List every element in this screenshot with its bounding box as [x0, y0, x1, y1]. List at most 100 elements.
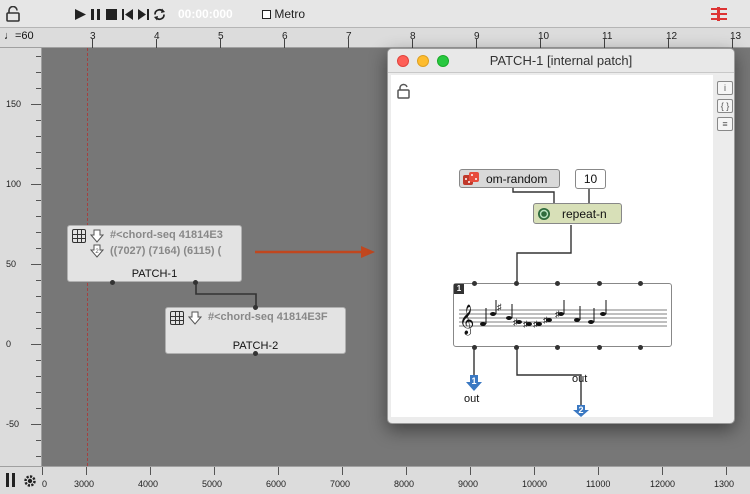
window-title: PATCH-1 [internal patch] [489, 53, 633, 68]
code-icon[interactable]: { } [717, 99, 733, 113]
number-box[interactable]: 10 [575, 169, 606, 189]
grid-icon [72, 229, 86, 243]
bar-number: 4 [154, 31, 160, 42]
time-label: 11000 [586, 479, 611, 489]
lock-icon[interactable] [6, 6, 20, 22]
om-random-box[interactable]: om-random [459, 169, 560, 188]
ruler-tick [732, 39, 733, 48]
voice-outlet[interactable] [514, 345, 519, 350]
patch-2-box[interactable]: #<chord-seq 41814E3F PATCH-2 [165, 307, 346, 354]
ruler-tick [31, 264, 41, 265]
music-staff: 𝄞 ♯ ♯ ♯ ♯ ♯ ♯ [459, 300, 667, 336]
gear-icon[interactable] [22, 473, 38, 489]
arrow-right-icon [255, 246, 375, 258]
metro-checkbox[interactable]: Metro [262, 0, 305, 28]
om-random-label: om-random [486, 172, 548, 186]
voice-inlet[interactable] [472, 281, 477, 286]
ruler-tick [150, 467, 151, 475]
ruler-tick [412, 39, 413, 48]
ruler-tick [726, 467, 727, 475]
bar-number: 5 [218, 31, 224, 42]
voice-inlet[interactable] [514, 281, 519, 286]
ruler-tick [31, 184, 41, 185]
time-label: 3000 [74, 479, 95, 489]
patch-canvas[interactable]: om-random 10 repeat-n 1 [391, 75, 713, 417]
voice-outlet[interactable] [472, 345, 477, 350]
stop-icon[interactable] [106, 9, 117, 20]
checkbox-box[interactable] [262, 10, 271, 19]
arrow-down-icon [90, 229, 104, 243]
ruler-tick [42, 467, 43, 475]
output-2-arrow-icon[interactable] [573, 405, 589, 417]
patch-2-outlet[interactable] [253, 351, 258, 356]
ruler-value: 0 [6, 339, 12, 349]
repeat-n-box[interactable]: repeat-n [533, 203, 622, 224]
list-icon[interactable]: ≡ [717, 117, 733, 131]
voice-inlet[interactable] [555, 281, 560, 286]
voice-outlet[interactable] [638, 345, 643, 350]
output-1-label: out [464, 393, 480, 405]
ruler-tick [36, 200, 41, 201]
ruler-tick [31, 344, 41, 345]
arrow-down-icon [188, 311, 202, 325]
patch-1-outlet[interactable] [110, 280, 115, 285]
chord-seq-text: #<chord-seq 41814E3 [110, 229, 223, 241]
bar-number: 8 [410, 31, 416, 42]
patch-1-name: PATCH-1 [131, 268, 178, 280]
voice-index: 1 [454, 284, 464, 294]
ruler-tick [36, 248, 41, 249]
metro-label: Metro [274, 7, 306, 21]
loop-icon[interactable] [153, 8, 166, 21]
info-icon[interactable]: i [717, 81, 733, 95]
voice-inlet[interactable] [638, 281, 643, 286]
loop-circle-icon [538, 208, 550, 220]
score-icon[interactable] [711, 7, 727, 21]
patch-window[interactable]: PATCH-1 [internal patch] [387, 48, 735, 424]
pause-icon[interactable] [91, 9, 101, 20]
patch-connections[interactable] [391, 75, 713, 417]
minimize-window-button[interactable] [417, 55, 429, 67]
voice-outlet[interactable] [555, 345, 560, 350]
bar-number: 6 [282, 31, 288, 42]
svg-text:♯: ♯ [497, 302, 502, 312]
ruler-tick [86, 467, 87, 475]
ruler-tick [156, 39, 157, 48]
voice-inlet[interactable] [597, 281, 602, 286]
time-display: 00:00:000 [178, 7, 233, 21]
next-icon[interactable] [138, 9, 149, 20]
ruler-tick [534, 467, 535, 475]
bar-number: 12 [666, 31, 678, 42]
ruler-tick [36, 280, 41, 281]
voice-editor-box[interactable]: 1 𝄞 ♯ ♯ ♯ ♯ ♯ [453, 283, 672, 347]
close-window-button[interactable] [397, 55, 409, 67]
svg-text:𝄞: 𝄞 [459, 304, 474, 336]
patch-1-box[interactable]: #<chord-seq 41814E3 2 ((7027) (7164) (61… [67, 225, 242, 282]
time-label: 5000 [202, 479, 223, 489]
ruler-tick [220, 39, 221, 48]
ruler-tick [36, 88, 41, 89]
ruler-tick [348, 39, 349, 48]
ruler-value: 50 [6, 259, 17, 269]
pause-icon[interactable] [6, 473, 16, 487]
connection-line[interactable] [190, 280, 260, 312]
output-2-icon: 2 [90, 244, 104, 258]
time-label: 4000 [138, 479, 159, 489]
bar-number: 3 [90, 31, 96, 42]
dice-icon [463, 172, 479, 185]
ruler-tick [36, 216, 41, 217]
zoom-window-button[interactable] [437, 55, 449, 67]
bar-number: 13 [730, 31, 742, 42]
previous-icon[interactable] [122, 9, 133, 20]
play-icon[interactable] [75, 9, 86, 20]
output-1-arrow-icon[interactable] [466, 375, 482, 391]
patch-2-inlet[interactable] [253, 305, 258, 310]
ruler-tick [36, 232, 41, 233]
lock-icon[interactable] [397, 83, 410, 99]
voice-outlet[interactable] [597, 345, 602, 350]
window-titlebar[interactable]: PATCH-1 [internal patch] [388, 49, 734, 73]
output-1-index: 1 [471, 376, 477, 386]
